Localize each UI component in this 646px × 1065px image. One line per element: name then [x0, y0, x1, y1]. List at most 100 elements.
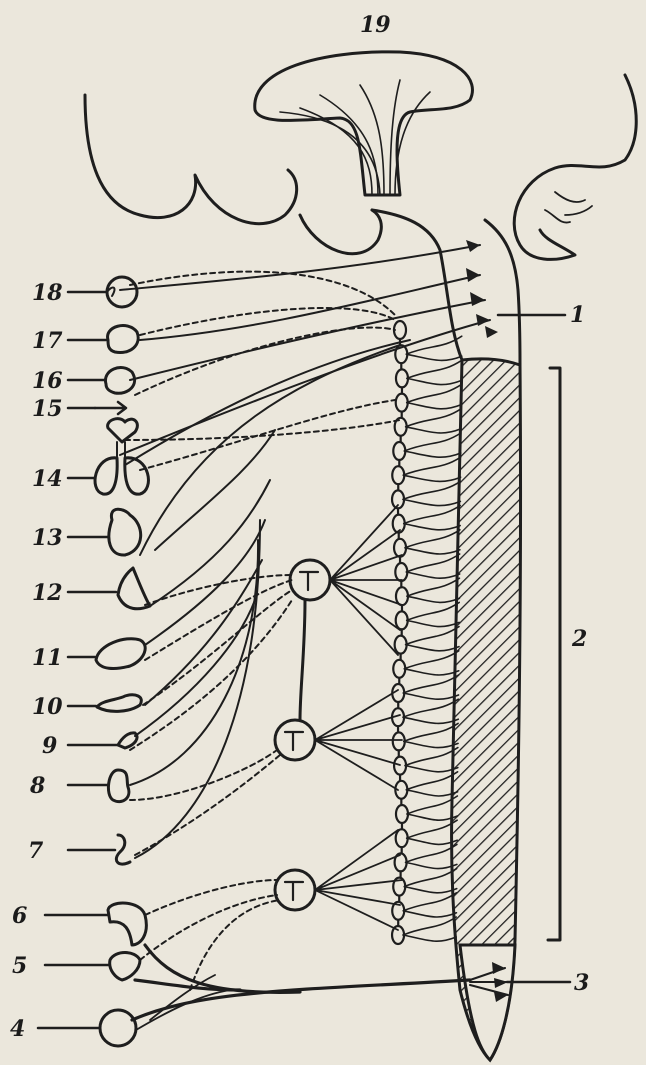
- organ-15: [95, 402, 126, 414]
- organ-13-stomach: [109, 509, 141, 555]
- chain-ramus: [406, 336, 461, 354]
- organ-9: [118, 733, 137, 748]
- sympathetic-chain: [392, 321, 408, 944]
- chain-ramus: [403, 893, 456, 911]
- chain-ramus: [404, 669, 459, 675]
- chain-ramus: [404, 741, 458, 747]
- label-18: 18: [32, 280, 63, 306]
- chain-ramus: [407, 578, 459, 596]
- chain-ramus: [407, 820, 457, 838]
- ganglion-fibers: [300, 505, 402, 930]
- label-14: 14: [32, 466, 63, 492]
- brain-stem-right: [485, 220, 520, 365]
- chain-ramus: [403, 475, 460, 481]
- organ-11-pancreas: [96, 639, 145, 669]
- chain-ramus: [406, 554, 459, 572]
- chain-ramus: [407, 796, 457, 814]
- organ-12-liver: [118, 568, 150, 609]
- chain-ramus: [406, 790, 457, 796]
- organ-6: [108, 903, 146, 945]
- chain-ramus: [405, 548, 460, 554]
- chain-ramus: [405, 766, 458, 772]
- cauda: [460, 945, 515, 1060]
- ganglion-lower: [275, 870, 315, 910]
- chain-ramus: [407, 596, 459, 602]
- chain-ramus: [406, 862, 457, 868]
- chain-ramus: [403, 699, 458, 717]
- chain-ramus: [407, 602, 460, 620]
- chain-ramus: [406, 409, 461, 427]
- organ-7-intestine: [116, 835, 130, 864]
- chain-ramus: [406, 844, 457, 862]
- pelvic-fibers: [132, 945, 470, 1020]
- brain-outline-right: [514, 75, 636, 259]
- organ-5: [110, 953, 140, 981]
- chain-ramus: [404, 433, 461, 451]
- chain-ramus: [405, 748, 458, 766]
- chain-ramus: [406, 645, 459, 651]
- label-13: 13: [32, 525, 63, 551]
- chain-ramus: [403, 935, 456, 941]
- bracket-2: [548, 368, 560, 940]
- chain-ramus: [403, 457, 460, 475]
- organ-10: [97, 695, 141, 711]
- chain-ramus: [407, 814, 457, 820]
- label-19: 19: [360, 12, 391, 38]
- label-12: 12: [32, 580, 63, 606]
- label-3: 3: [574, 970, 589, 996]
- chain-ramus: [405, 530, 460, 548]
- chain-ramus: [404, 524, 460, 530]
- label-8: 8: [29, 773, 45, 799]
- label-4: 4: [10, 1016, 25, 1042]
- ganglion-upper: [290, 560, 330, 600]
- chain-ramus: [407, 385, 462, 403]
- chain-ramus: [403, 917, 456, 935]
- ganglion-middle: [275, 720, 315, 760]
- label-17: 17: [32, 328, 63, 354]
- terminal-arrows: [466, 240, 498, 338]
- chain-ramus: [404, 651, 459, 669]
- chain-ramus: [403, 911, 456, 917]
- chain-ramus: [407, 360, 462, 378]
- brain-stem-left: [372, 210, 462, 360]
- label-9: 9: [42, 733, 57, 759]
- chain-ramus: [406, 427, 461, 433]
- chain-ramus: [407, 378, 462, 384]
- brain-cortex-lines: [545, 192, 592, 223]
- chain-ramus: [406, 772, 457, 790]
- chain-ramus: [403, 693, 458, 699]
- chain-ramus: [407, 403, 462, 409]
- label-1: 1: [570, 302, 585, 328]
- organ-18-eye: [107, 277, 137, 307]
- label-11: 11: [32, 645, 63, 671]
- chain-ramus: [403, 481, 460, 499]
- chain-ramus: [407, 620, 460, 626]
- chain-ramus: [403, 717, 458, 723]
- chain-ramus: [404, 506, 460, 524]
- chain-ramus: [404, 887, 456, 893]
- label-16: 16: [32, 368, 63, 394]
- chain-ramus: [404, 723, 458, 741]
- chain-ramus: [406, 627, 459, 645]
- label-10: 10: [32, 694, 63, 720]
- chain-ramus: [406, 354, 461, 360]
- chain-ramus: [407, 838, 457, 844]
- chain-ramus: [404, 869, 456, 887]
- organ-4: [100, 1010, 136, 1046]
- organ-8-kidney: [108, 770, 128, 802]
- structure-19: [255, 52, 473, 195]
- label-2: 2: [571, 626, 587, 652]
- label-7: 7: [28, 838, 44, 864]
- label-5: 5: [12, 953, 27, 979]
- chain-ramus: [403, 499, 460, 505]
- chain-ramus: [404, 451, 461, 457]
- label-15: 15: [32, 396, 63, 422]
- chain-ramus: [406, 572, 459, 578]
- chain-ramus: [403, 675, 458, 693]
- brainstem-fibers: [120, 245, 490, 555]
- visceral-fibers: [130, 430, 275, 858]
- organ-17-gland: [108, 326, 139, 353]
- label-6: 6: [12, 903, 27, 929]
